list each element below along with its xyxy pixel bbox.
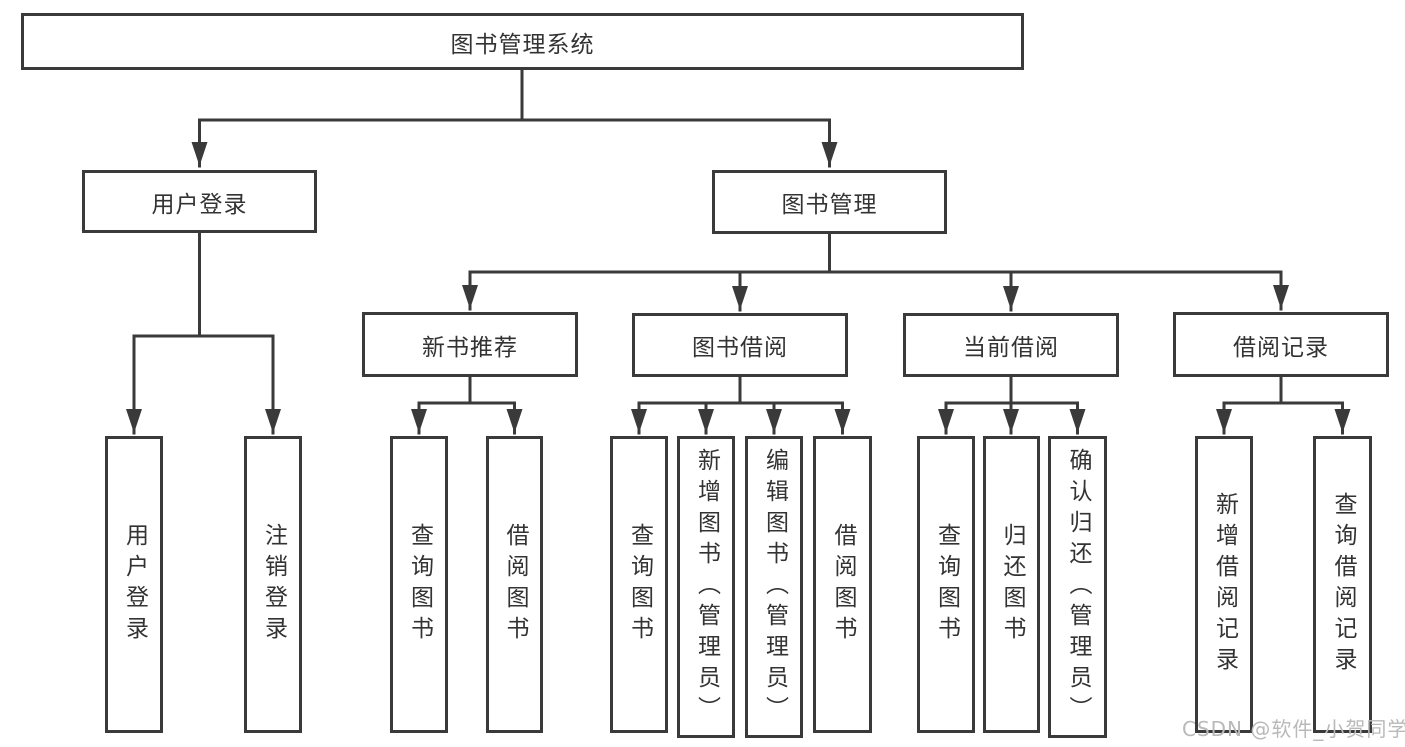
- leaf-query-books-recommend: 查询图书: [390, 436, 448, 733]
- node-current-borrow: 当前借阅: [903, 313, 1119, 377]
- node-borrow-records: 借阅记录: [1173, 312, 1389, 377]
- leaf-confirm-return-admin: 确认归还（管理员）: [1048, 436, 1107, 738]
- leaf-borrow-books: 借阅图书: [813, 436, 872, 733]
- leaf-add-books-admin: 新增图书（管理员）: [677, 436, 735, 738]
- leaf-return-books: 归还图书: [983, 436, 1040, 733]
- csdn-watermark: CSDN @软件_小贺同学: [1182, 717, 1405, 741]
- node-new-book-recommend: 新书推荐: [362, 312, 578, 377]
- leaf-query-books-borrow: 查询图书: [610, 436, 668, 733]
- leaf-edit-books-admin: 编辑图书（管理员）: [745, 436, 803, 738]
- leaf-user-login: 用户登录: [105, 436, 163, 733]
- node-book-management: 图书管理: [712, 170, 947, 234]
- leaf-add-borrow-record: 新增借阅记录: [1195, 436, 1253, 733]
- node-book-borrow: 图书借阅: [632, 313, 848, 377]
- node-user-login: 用户登录: [82, 170, 317, 233]
- leaf-borrow-books-recommend: 借阅图书: [486, 436, 543, 733]
- node-root: 图书管理系统: [21, 13, 1024, 70]
- leaf-logout: 注销登录: [244, 436, 302, 733]
- leaf-query-borrow-record: 查询借阅记录: [1313, 436, 1372, 733]
- leaf-query-books-current: 查询图书: [917, 436, 975, 733]
